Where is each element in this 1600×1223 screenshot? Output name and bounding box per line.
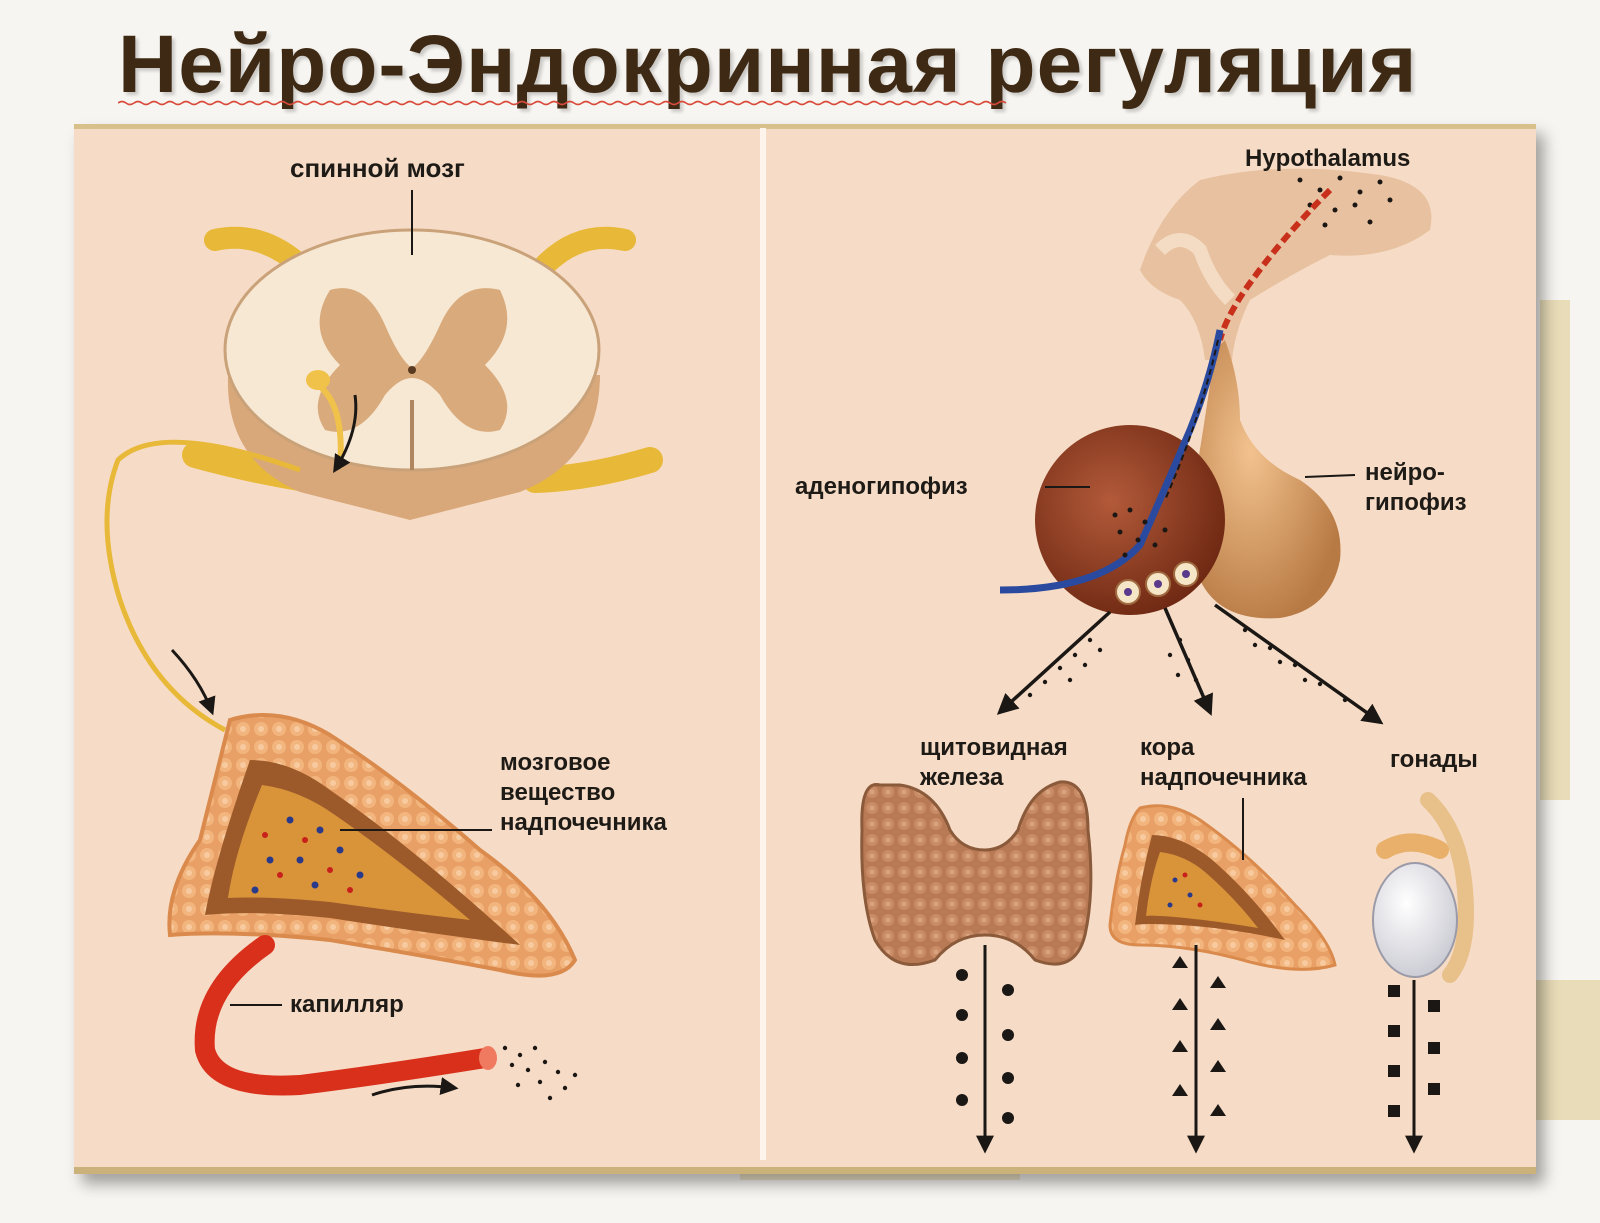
label-hypothalamus: Hypothalamus: [1245, 145, 1411, 172]
label-line: надпочечника: [1140, 764, 1307, 791]
label-thyroid: щитовидная железа: [920, 733, 1068, 793]
label-line: надпочечника: [500, 809, 667, 836]
label-line: железа: [920, 764, 1004, 791]
label-gonads: гонады: [1390, 746, 1478, 773]
label-line: мозговое: [500, 749, 611, 776]
label-adrenal-medulla: мозговое вещество надпочечника: [500, 748, 667, 838]
label-neurohypophysis: нейро- гипофиз: [1365, 458, 1467, 518]
label-line: кора: [1140, 734, 1195, 761]
panel-divider: [760, 128, 766, 1160]
label-line: гипофиз: [1365, 489, 1467, 516]
decorative-bar: [1540, 300, 1570, 800]
label-adrenal-cortex: кора надпочечника: [1140, 733, 1307, 793]
label-line: нейро-: [1365, 459, 1445, 486]
slide-title: Нейро-Эндокринная регуляция: [118, 19, 1418, 110]
label-capillary: капилляр: [290, 991, 404, 1018]
label-line: вещество: [500, 779, 616, 806]
label-line: щитовидная: [920, 734, 1068, 761]
label-adenohypophysis: аденогипофиз: [795, 473, 968, 500]
spellcheck-underline: [118, 100, 1007, 106]
label-spinal-cord: спинной мозг: [290, 153, 465, 183]
